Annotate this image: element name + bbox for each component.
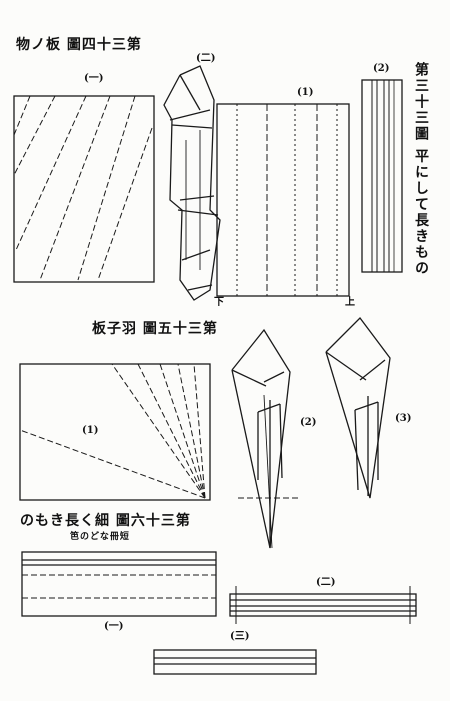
figure-36-subtitle: 笆のどな冊短 bbox=[70, 532, 130, 542]
fig36-label-2: (二) bbox=[316, 577, 336, 588]
figure-33-title: 第三十三圖 平にして長きもの bbox=[413, 62, 429, 277]
fig36-folded-strip-2 bbox=[229, 586, 417, 624]
fig35-label-1: (1) bbox=[82, 425, 99, 436]
fig36-folded-strip-3 bbox=[153, 649, 317, 675]
fig34-sheet-diagram bbox=[13, 95, 155, 283]
fig35-sheet-diagram bbox=[19, 363, 211, 501]
fig35-cone-3 bbox=[325, 317, 391, 499]
figure-34-title: 物ノ板 圖四十三第 bbox=[16, 37, 142, 53]
fig35-label-2: (2) bbox=[300, 417, 317, 428]
fig34-folded-strip bbox=[163, 65, 221, 301]
fig33-label-1: (1) bbox=[297, 87, 314, 98]
fig36-label-3: (三) bbox=[230, 631, 250, 642]
fig34-label-1: (一) bbox=[84, 73, 104, 84]
figure-36-title: のもき長く細 圖六十三第 bbox=[20, 513, 191, 529]
fig33-sheet-diagram bbox=[216, 103, 350, 297]
fig35-label-3: (3) bbox=[395, 413, 412, 424]
fig33-top-mark: 上 bbox=[345, 297, 355, 308]
fig36-sheet-diagram bbox=[21, 551, 217, 617]
fig33-bottom-mark: 下 bbox=[214, 297, 224, 308]
fig34-label-2: (二) bbox=[196, 53, 216, 64]
fig33-label-2: (2) bbox=[373, 63, 390, 74]
fig33-folded-strip bbox=[361, 79, 403, 273]
figure-35-title: 板子羽 圖五十三第 bbox=[92, 321, 218, 337]
fig36-label-1: (一) bbox=[104, 621, 124, 632]
fig35-cone-2 bbox=[231, 328, 300, 549]
